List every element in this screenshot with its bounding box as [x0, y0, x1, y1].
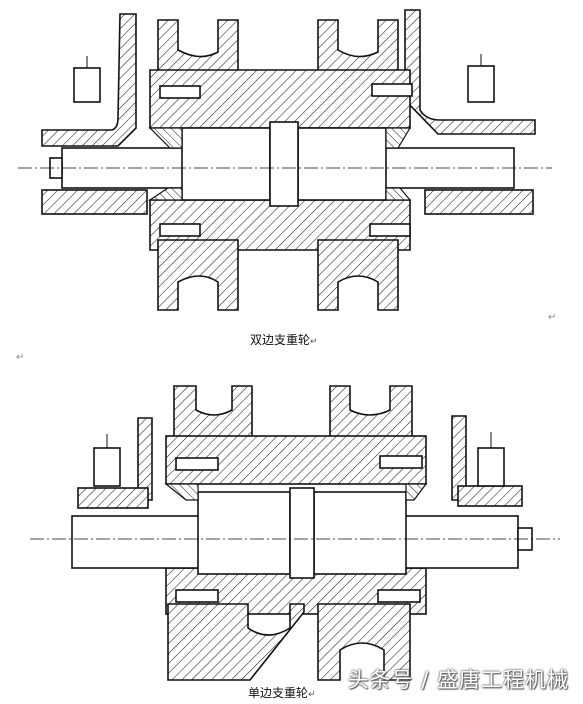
top-right-bolt-nut [467, 65, 495, 103]
bottom-pin-ur [379, 455, 423, 469]
bottom-upper-right-flange [329, 385, 413, 449]
return-mark: ↵ [308, 690, 316, 700]
single-flange-roller-drawing [30, 385, 560, 681]
upper-hub [149, 69, 411, 129]
bottom-lower-left-flange [167, 603, 305, 681]
return-mark-left: ↵ [16, 352, 25, 363]
left-bracket [41, 13, 137, 147]
bottom-left-bolt-nut [93, 447, 121, 487]
bottom-pin-ll [175, 589, 219, 603]
double-flange-roller-drawing [18, 9, 552, 311]
caption-text: 单边支重轮 [248, 686, 309, 700]
bottom-right-plate [457, 485, 523, 507]
bottom-pin-ul [175, 457, 219, 471]
top-pin-ur [371, 83, 413, 97]
lower-right-flange [317, 239, 399, 311]
bottom-left-bushing [197, 491, 291, 575]
bottom-right-bushing [313, 491, 407, 575]
top-left-bushing [181, 127, 271, 201]
caption-double-flange-roller: 双边支重轮↵ [250, 331, 318, 348]
bottom-collar [289, 487, 315, 579]
return-mark-top-right: ↵ [548, 312, 557, 323]
return-mark: ↵ [310, 337, 318, 347]
top-right-seal-lower [385, 187, 412, 201]
top-left-seal [148, 127, 183, 149]
right-base-plate [424, 189, 534, 215]
bottom-pin-lr [377, 589, 421, 603]
bottom-right-seal [405, 483, 428, 501]
watermark: 头条号 / 盛唐工程机械 [347, 668, 569, 692]
top-pin-lr [369, 223, 411, 237]
top-pin-ll [159, 223, 201, 237]
bottom-upper-left-flange [173, 385, 253, 449]
right-bracket [404, 9, 536, 135]
bottom-lower-right-flange [317, 603, 411, 681]
top-left-seal-lower [148, 187, 183, 201]
top-pin-ul [159, 85, 201, 99]
left-base-plate [41, 189, 148, 215]
lower-left-flange [157, 239, 239, 311]
top-right-seal [385, 127, 412, 149]
caption-single-flange-roller: 单边支重轮↵ [248, 684, 316, 701]
top-left-bolt-nut [73, 67, 101, 103]
caption-text: 双边支重轮 [250, 333, 311, 347]
top-collar [269, 121, 299, 207]
bottom-left-plate [77, 487, 149, 509]
bottom-right-bolt-nut [477, 447, 505, 487]
bottom-left-seal [164, 483, 199, 501]
bottom-left-bracket [137, 417, 153, 501]
top-right-bushing [297, 127, 387, 201]
